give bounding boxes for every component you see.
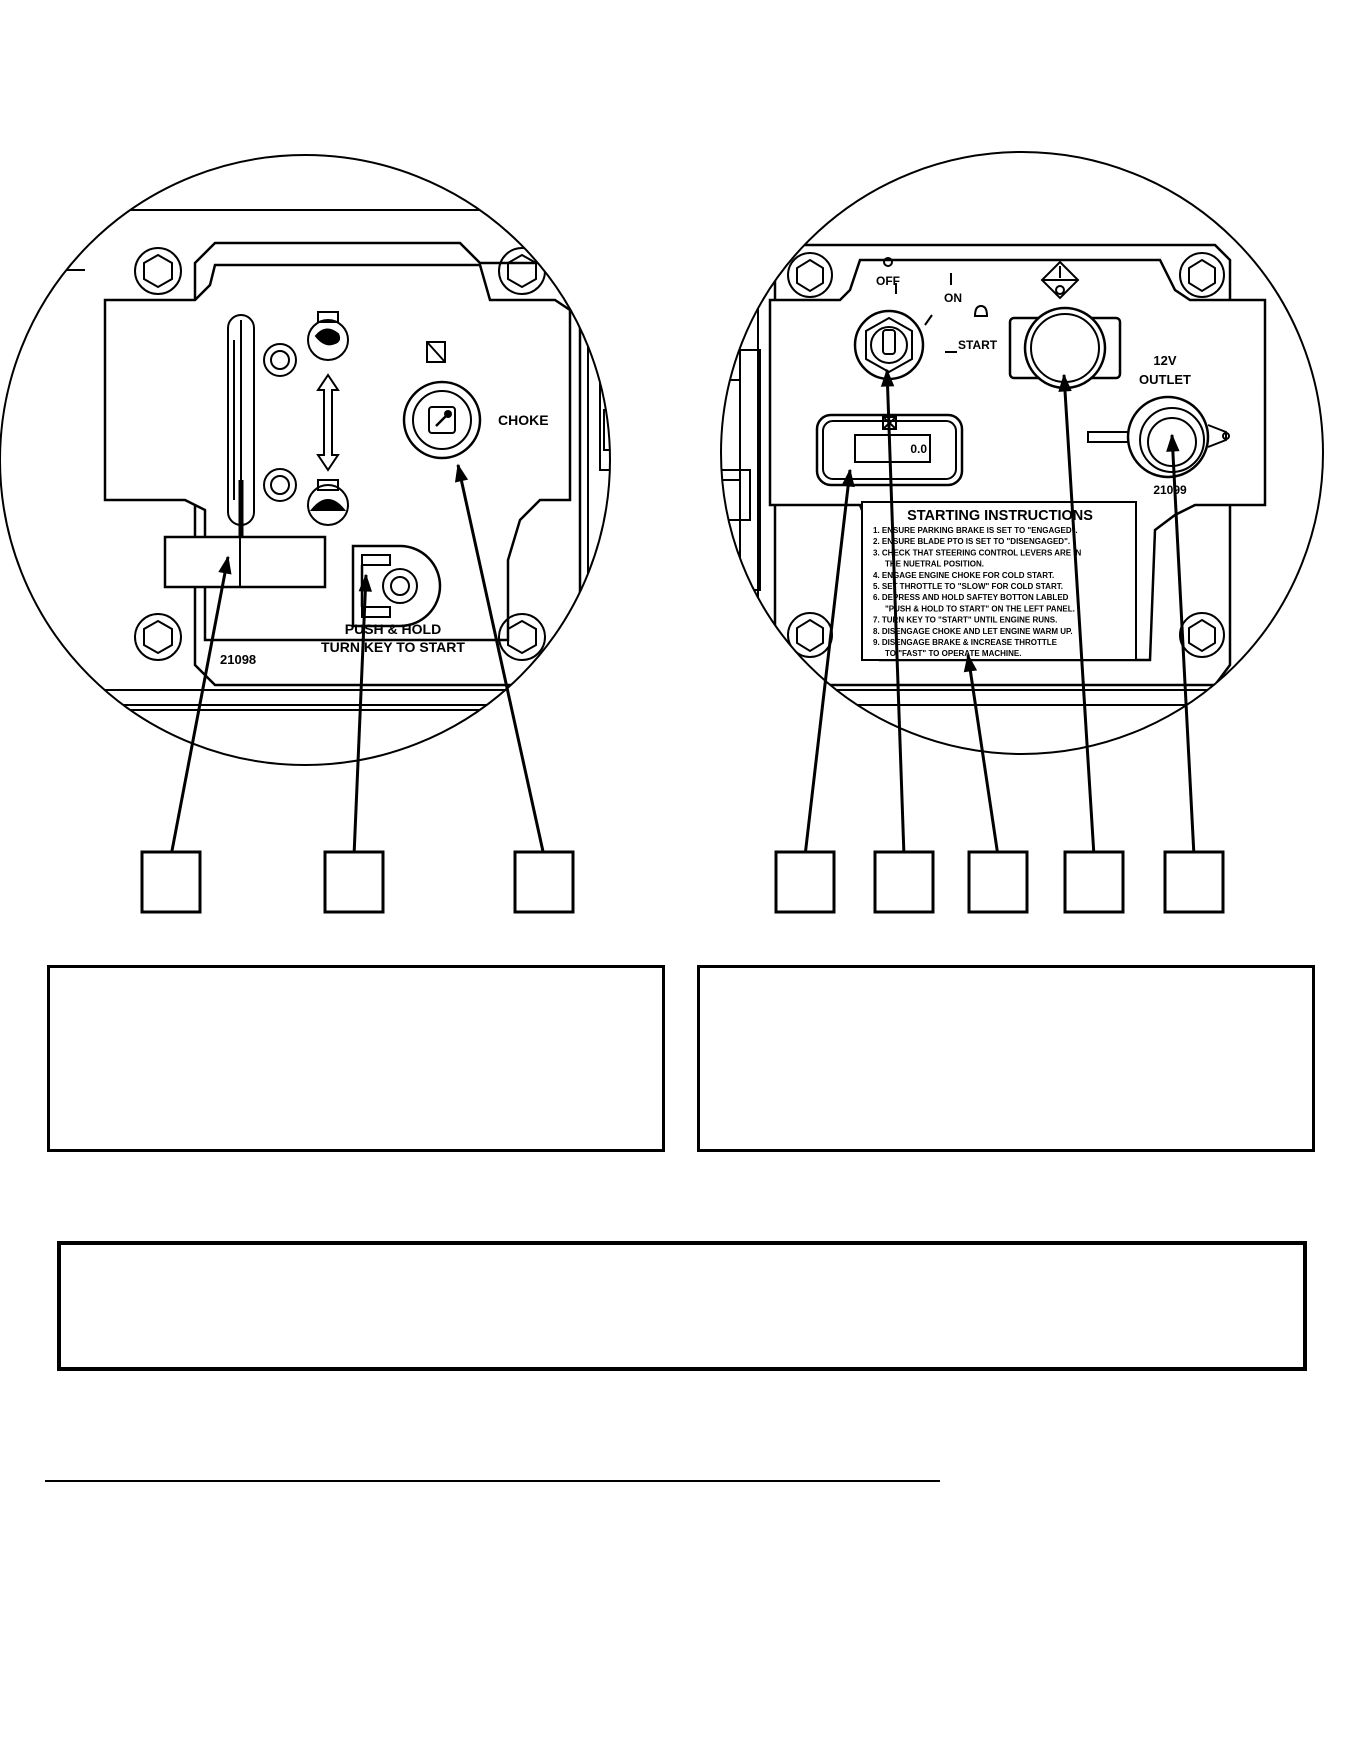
off-label: OFF (876, 274, 900, 288)
arrow-head (358, 573, 373, 592)
arrow-head (1058, 373, 1072, 392)
callout-box[interactable] (1163, 850, 1225, 914)
bolt-icon (263, 468, 297, 502)
instruction-line: 8. DISENGAGE CHOKE AND LET ENGINE WARM U… (873, 627, 1073, 636)
answer-box-left[interactable] (47, 965, 665, 1152)
instruction-line: 4. ENGAGE ENGINE CHOKE FOR COLD START. (873, 571, 1054, 580)
bolt-icon (498, 613, 546, 661)
arrow-head (963, 653, 978, 673)
instruction-line: 6. DEPRESS AND HOLD SAFTEY BOTTON LABLED (873, 593, 1069, 602)
answer-box-right[interactable] (697, 965, 1315, 1152)
rabbit-fast-icon (307, 311, 349, 361)
instruction-line: 2. ENSURE BLADE PTO IS SET TO "DISENGAGE… (873, 537, 1070, 546)
instruction-line: 7. TURN KEY TO "START" UNTIL ENGINE RUNS… (873, 616, 1057, 625)
arrow-head (454, 463, 469, 483)
bolt-icon (1179, 252, 1225, 298)
callout-box[interactable] (967, 850, 1029, 914)
throttle-lever-icon[interactable] (163, 480, 327, 589)
answer-box-bottom[interactable] (57, 1241, 1307, 1371)
leader-line (1062, 374, 1096, 857)
turn-key-label: TURN KEY TO START (321, 639, 465, 655)
leader-line (352, 574, 368, 857)
instruction-line: 3. CHECK THAT STEERING CONTROL LEVERS AR… (873, 548, 1082, 557)
leader-line (1170, 434, 1196, 857)
arrow-head (841, 468, 855, 488)
callout-box[interactable] (140, 850, 202, 914)
hour-meter-value: 0.0 (910, 442, 927, 456)
turtle-slow-icon (307, 479, 349, 526)
choke-symbol-icon (426, 341, 446, 363)
up-down-arrow-icon (316, 373, 340, 472)
leader-line (169, 556, 230, 857)
instruction-line: 9. DISENGAGE BRAKE & INCREASE THROTTLE (873, 638, 1058, 647)
instruction-line: 5. SET THROTTLE TO "SLOW" FOR COLD START… (873, 582, 1063, 591)
arrow-head (218, 555, 232, 575)
right-control-panel: OFF ON START 12V OUTLET 21099 0.0 STARTI… (720, 151, 1324, 755)
outlet-label-12v: 12V (1153, 353, 1176, 368)
callouts (140, 368, 1225, 914)
instructions-title: STARTING INSTRUCTIONS (907, 508, 1093, 524)
leader-line (966, 654, 1000, 857)
right-part-number: 21099 (1153, 483, 1187, 497)
outlet-label: OUTLET (1139, 372, 1191, 387)
push-hold-label: PUSH & HOLD (345, 621, 441, 637)
outlet-icon[interactable] (1087, 395, 1230, 479)
callout-box[interactable] (323, 850, 385, 914)
callout-box[interactable] (774, 850, 836, 914)
callout-box[interactable] (513, 850, 575, 914)
callout-box[interactable] (1063, 850, 1125, 914)
left-control-panel: CHOKE PUSH & HOLD TURN KEY TO START 2109… (0, 154, 611, 766)
callout-box[interactable] (873, 850, 935, 914)
bolt-icon (134, 613, 182, 661)
on-label: ON (944, 291, 962, 305)
start-label: START (958, 338, 998, 352)
instruction-line: 1. ENSURE PARKING BRAKE IS SET TO "ENGAG… (873, 526, 1078, 535)
leader-line (885, 369, 906, 857)
arrow-head (1166, 433, 1180, 452)
choke-icon[interactable] (402, 380, 482, 460)
choke-label: CHOKE (498, 412, 549, 428)
instruction-line: TO "FAST" TO OPERATE MACHINE. (885, 649, 1021, 658)
leader-line (803, 469, 852, 857)
bolt-icon (1179, 612, 1225, 658)
leader-line (456, 464, 546, 857)
arrow-head (880, 368, 895, 387)
instruction-line: "PUSH & HOLD TO START" ON THE LEFT PANEL… (885, 604, 1075, 613)
bolt-icon (787, 252, 833, 298)
answer-line (45, 1480, 940, 1482)
pto-symbol-icon (1040, 260, 1080, 300)
left-part-number: 21098 (220, 652, 256, 667)
bolt-icon (134, 247, 182, 295)
instruction-line: THE NUETRAL POSITION. (885, 560, 984, 569)
instructions-list: 1. ENSURE PARKING BRAKE IS SET TO "ENGAG… (873, 526, 1082, 658)
bolt-icon (263, 343, 297, 377)
